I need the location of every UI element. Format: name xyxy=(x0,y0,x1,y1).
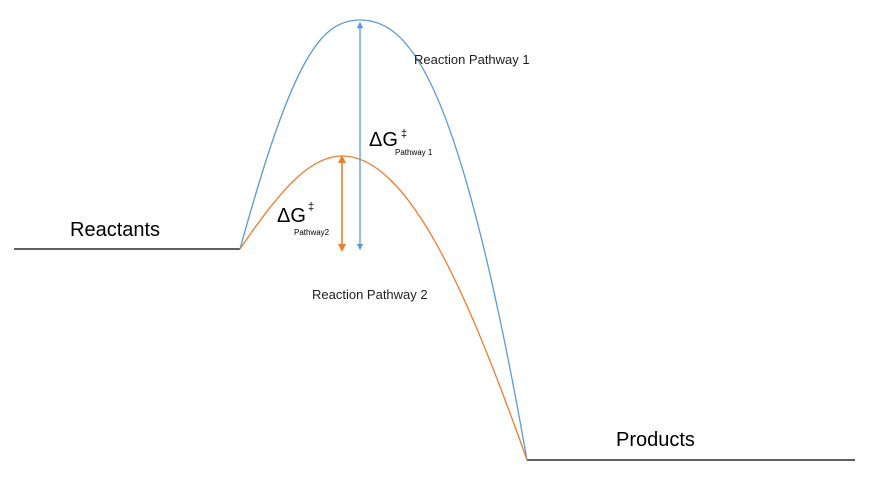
pathway2-label: Reaction Pathway 2 xyxy=(312,287,428,302)
products-label: Products xyxy=(616,429,695,451)
delta-g-pathway1-superscript: ‡ xyxy=(401,128,407,140)
pathway2-curve xyxy=(239,155,528,461)
pathway1-label: Reaction Pathway 1 xyxy=(414,52,530,67)
delta-g-pathway1-subscript: Pathway 1 xyxy=(395,148,433,157)
delta-g-pathway2-symbol: ΔG xyxy=(277,205,306,227)
reactants-label: Reactants xyxy=(70,219,160,241)
delta-g-pathway1-symbol: ΔG xyxy=(369,129,398,151)
delta-g-pathway2-superscript: ‡ xyxy=(308,201,314,213)
pathway1-curve xyxy=(239,19,528,461)
delta-g-pathway2-subscript: Pathway2 xyxy=(294,228,330,237)
